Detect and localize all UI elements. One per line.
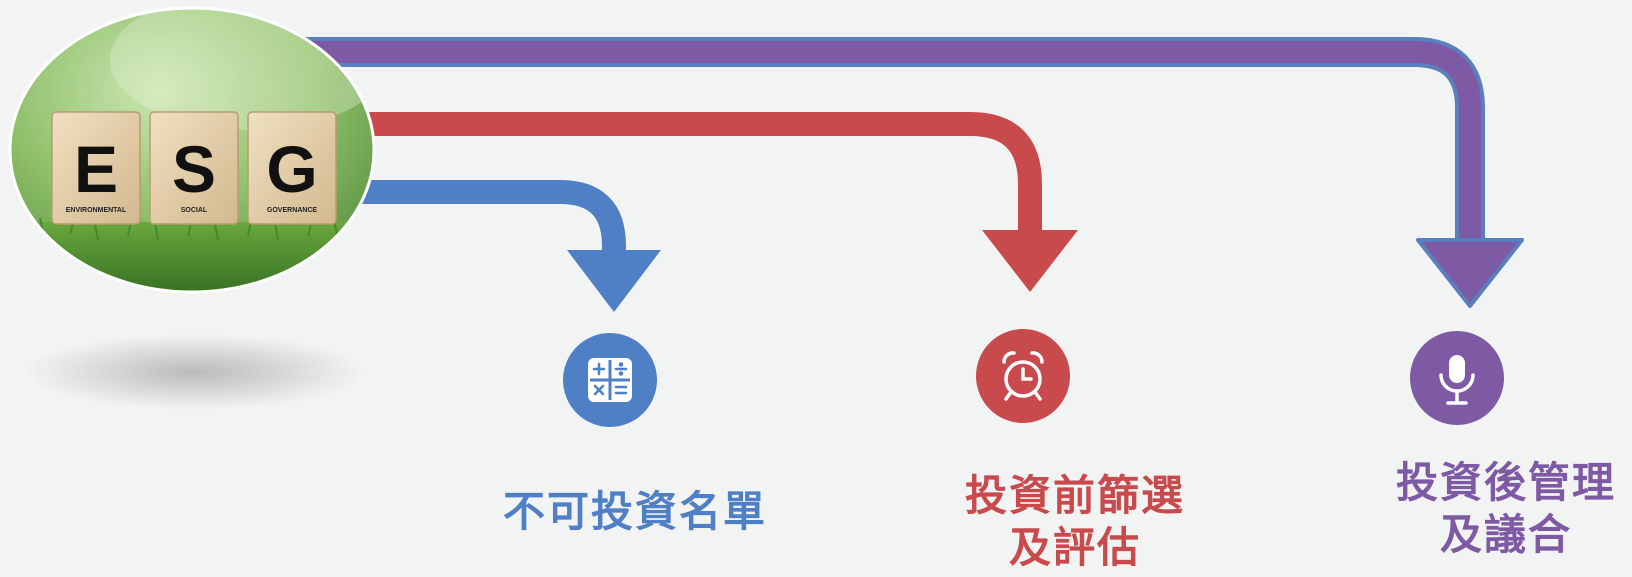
arrow-blue: [350, 180, 661, 312]
tile-letter-g: G: [266, 132, 317, 206]
tile-caption-g: GOVERNANCE: [267, 207, 318, 214]
tile-letter-e: E: [74, 132, 118, 206]
label-post-investment-line-1: 投資後管理: [1395, 458, 1616, 507]
label-pre-investment-line-1: 投資前篩選: [964, 471, 1185, 520]
microphone-icon: [1410, 331, 1504, 425]
esg-tile-g: G GOVERNANCE: [247, 111, 337, 225]
label-exclusion-list: 不可投資名單: [470, 486, 800, 538]
badge-shadow: [25, 334, 365, 410]
calculator-icon: [563, 333, 657, 427]
tile-caption-s: SOCIAL: [181, 207, 208, 214]
label-pre-investment-screening: 投資前篩選 及評估: [935, 470, 1215, 574]
tile-caption-e: ENVIRONMENTAL: [66, 207, 127, 214]
tile-letter-s: S: [172, 132, 216, 206]
label-exclusion-list-line-1: 不可投資名單: [502, 487, 767, 536]
label-post-investment-line-2: 及議合: [1439, 510, 1572, 559]
arrow-purple: [300, 37, 1524, 308]
arrow-red: [360, 112, 1078, 292]
label-pre-investment-line-2: 及評估: [1008, 523, 1141, 572]
alarm-clock-icon: [976, 329, 1070, 423]
label-post-investment-engagement: 投資後管理 及議合: [1380, 457, 1632, 561]
esg-tile-s: S SOCIAL: [149, 111, 239, 225]
esg-tile-e: E ENVIRONMENTAL: [51, 111, 141, 225]
